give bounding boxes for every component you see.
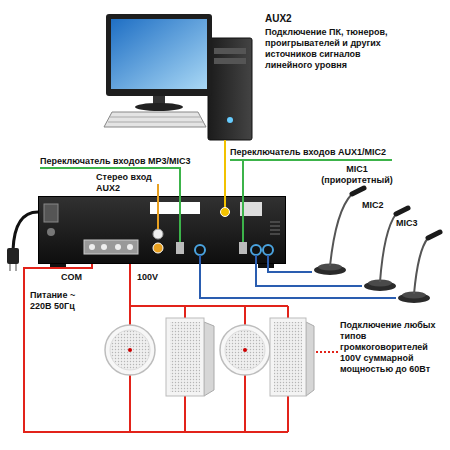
cert-sticker bbox=[240, 202, 262, 216]
input-switch bbox=[176, 242, 184, 254]
input-switch bbox=[239, 242, 247, 254]
microphone-node: MIC1 (приоритетный) bbox=[312, 164, 402, 276]
fuse-holder bbox=[47, 228, 55, 236]
power-label: Питание ~ 220В 50Гц bbox=[30, 290, 96, 312]
switch-label: Переключатель входов AUX1/MIC2 bbox=[230, 147, 406, 158]
cabinet-side bbox=[204, 322, 214, 396]
speaker-logo bbox=[128, 348, 132, 352]
amplifier-details bbox=[44, 202, 280, 255]
plug-pins bbox=[10, 264, 16, 271]
pc-tower bbox=[208, 38, 252, 140]
wall-speaker bbox=[166, 318, 204, 396]
ceiling-speaker bbox=[105, 325, 155, 375]
terminal-label: 100V bbox=[137, 272, 169, 283]
cable-stub bbox=[200, 255, 268, 264]
computer-node: AUX2Подключение ПК, тюнеров, проигрывате… bbox=[100, 12, 410, 140]
leader-line bbox=[157, 184, 159, 229]
monitor-bezel bbox=[106, 14, 212, 96]
microphones bbox=[314, 188, 440, 303]
input-title: AUX2 bbox=[265, 13, 405, 25]
leader-line bbox=[40, 168, 180, 242]
speakers bbox=[105, 318, 314, 396]
common-wire bbox=[24, 264, 288, 432]
keyboard-keys bbox=[108, 117, 204, 122]
monitor-base bbox=[135, 103, 183, 111]
cable-stub bbox=[224, 196, 226, 207]
speaker-grille bbox=[274, 322, 302, 392]
gooseneck bbox=[414, 238, 428, 294]
signal-cable bbox=[256, 264, 362, 286]
signal-cable bbox=[200, 264, 396, 298]
connector-group bbox=[200, 140, 396, 298]
speaker-grille bbox=[225, 330, 265, 370]
speaker-grille bbox=[170, 322, 200, 392]
microphone-label: MIC3 bbox=[396, 218, 436, 229]
microphone-label: MIC1 (приоритетный) bbox=[312, 164, 402, 186]
power-cord bbox=[13, 212, 38, 250]
speaker-wiring bbox=[24, 264, 338, 432]
speaker-note: Подключение любых типов громкоговорителе… bbox=[340, 320, 448, 375]
switch-label: Переключатель входов MP3/MIC3 bbox=[40, 156, 212, 167]
serial-sticker bbox=[150, 202, 200, 214]
gooseneck bbox=[380, 214, 396, 282]
microphone-head bbox=[352, 188, 364, 194]
drive-bay bbox=[214, 48, 246, 54]
microphone-node: MIC2 bbox=[362, 200, 422, 292]
mic-jack bbox=[263, 245, 273, 255]
microphone-head bbox=[428, 232, 440, 238]
rca-jack bbox=[153, 243, 163, 253]
cabinet-side bbox=[306, 322, 314, 396]
signal-cable bbox=[268, 264, 312, 272]
terminal-screw bbox=[115, 244, 121, 250]
signal-cable bbox=[224, 140, 226, 196]
input-note: Подключение ПК, тюнеров, проигрывателей … bbox=[265, 27, 407, 71]
dotted-leader bbox=[316, 351, 338, 353]
input-label: Стерео вход AUX2 bbox=[96, 172, 158, 194]
speaker-grille bbox=[110, 330, 150, 370]
rca-jack bbox=[153, 229, 163, 239]
computer bbox=[104, 14, 252, 140]
drive-bay bbox=[214, 58, 246, 64]
microphone-node: MIC3 bbox=[396, 218, 448, 306]
terminal-screw bbox=[127, 244, 133, 250]
gooseneck bbox=[330, 194, 352, 266]
rca-jack bbox=[221, 208, 230, 217]
terminal-screw bbox=[89, 244, 95, 250]
stubs-and-leaders bbox=[40, 160, 392, 264]
power-button bbox=[227, 117, 233, 123]
wall-speaker bbox=[270, 318, 306, 396]
microphone-label: MIC2 bbox=[362, 200, 402, 211]
line-100v-wire bbox=[130, 264, 288, 326]
monitor-screen bbox=[111, 19, 207, 89]
terminal-screw bbox=[101, 244, 107, 250]
vent-slots bbox=[270, 222, 280, 234]
power-socket bbox=[44, 204, 58, 222]
terminal-strip bbox=[84, 240, 138, 254]
leader-line bbox=[230, 160, 392, 242]
speaker-logo bbox=[243, 348, 247, 352]
microphone-head bbox=[396, 208, 408, 214]
amplifier-panel: COM100V bbox=[38, 196, 286, 264]
terminal-label: COM bbox=[61, 272, 93, 283]
mic-jack bbox=[195, 245, 205, 255]
keyboard bbox=[104, 112, 206, 127]
power-plug bbox=[7, 248, 19, 264]
ceiling-speaker bbox=[220, 325, 270, 375]
mic-jack bbox=[251, 245, 261, 255]
